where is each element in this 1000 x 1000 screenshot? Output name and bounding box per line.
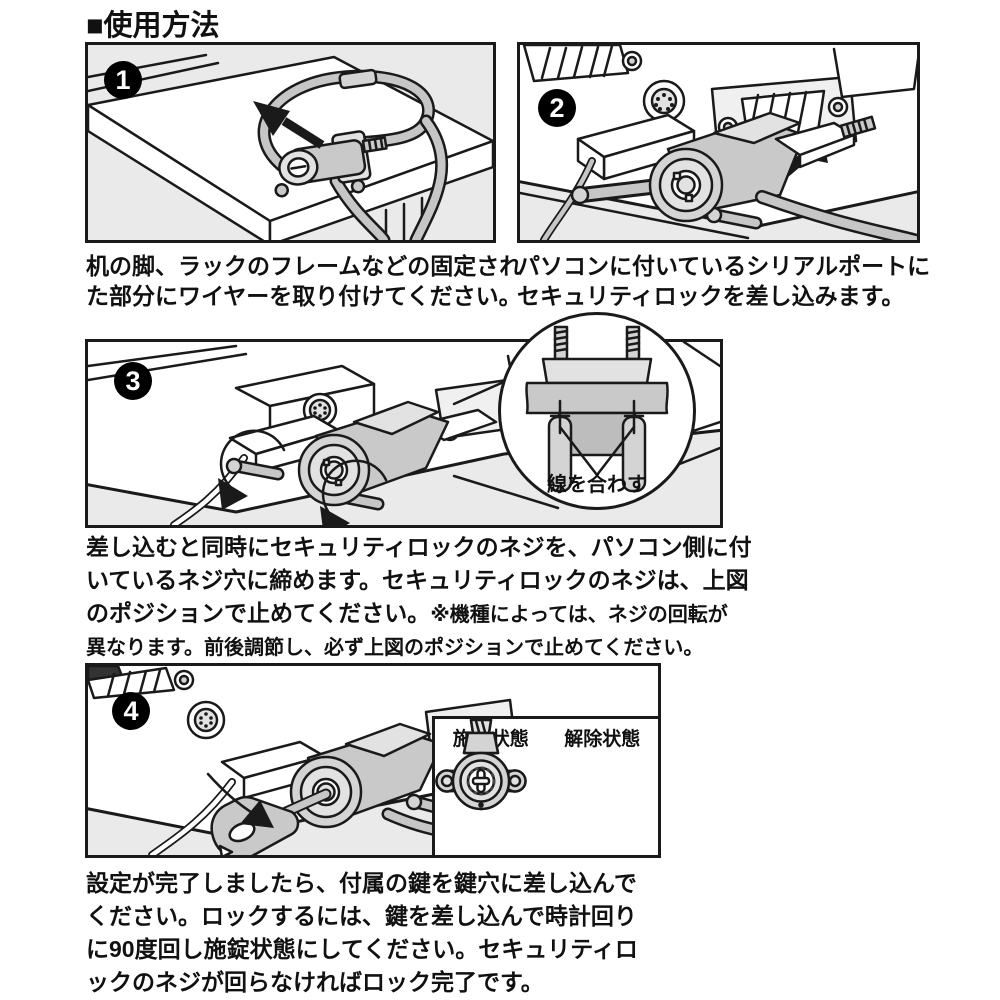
- security-lock-figure: [274, 130, 388, 198]
- step3-number-badge: 3: [114, 362, 152, 400]
- rotate-screw-arrow-icon: [218, 429, 286, 510]
- lock-state-inset: 施錠状態 解: [432, 716, 659, 855]
- rotate-screw-arrow-icon: [320, 459, 388, 525]
- step4-panel: 4: [85, 663, 661, 858]
- unlocked-state-figure: 解除状態: [435, 719, 659, 855]
- step2-caption: パソコンに付いているシリアルポートに セキュリティロックを差し込みます。: [517, 253, 931, 309]
- step2-serial-port-illustration: [520, 45, 917, 240]
- step1-number-badge: 1: [104, 61, 142, 99]
- step1-panel: 1: [85, 42, 496, 243]
- unlocked-lock-face-icon: [435, 719, 527, 811]
- step2-number-badge: 2: [538, 89, 576, 127]
- step4-number-badge: 4: [112, 692, 150, 730]
- connector-alignment-illustration: [525, 325, 669, 493]
- unlocked-state-label: 解除状態: [564, 729, 641, 750]
- magnifier-label: 線を合わす: [547, 474, 647, 496]
- page-title: ■使用方法: [86, 10, 220, 42]
- step1-caption: 机の脚、ラックのフレームなどの固定され た部分にワイヤーを取り付けてください。: [86, 253, 523, 309]
- turn-key-arrow-icon: [206, 772, 274, 828]
- attach-direction-arrow-icon: [253, 101, 325, 149]
- key-figure: [210, 788, 332, 855]
- step2-panel: 2: [517, 42, 920, 243]
- step1-desk-wire-illustration: [88, 53, 493, 240]
- step4-caption: 設定が完了しましたら、付属の鍵を鍵穴に差し込んで ください。ロックするには、鍵を…: [86, 870, 638, 995]
- step3-caption: 差し込むと同時にセキュリティロックのネジを、パソコン側に付 いているネジ穴に締め…: [86, 534, 752, 659]
- magnifier-circle: 線を合わす: [498, 312, 696, 510]
